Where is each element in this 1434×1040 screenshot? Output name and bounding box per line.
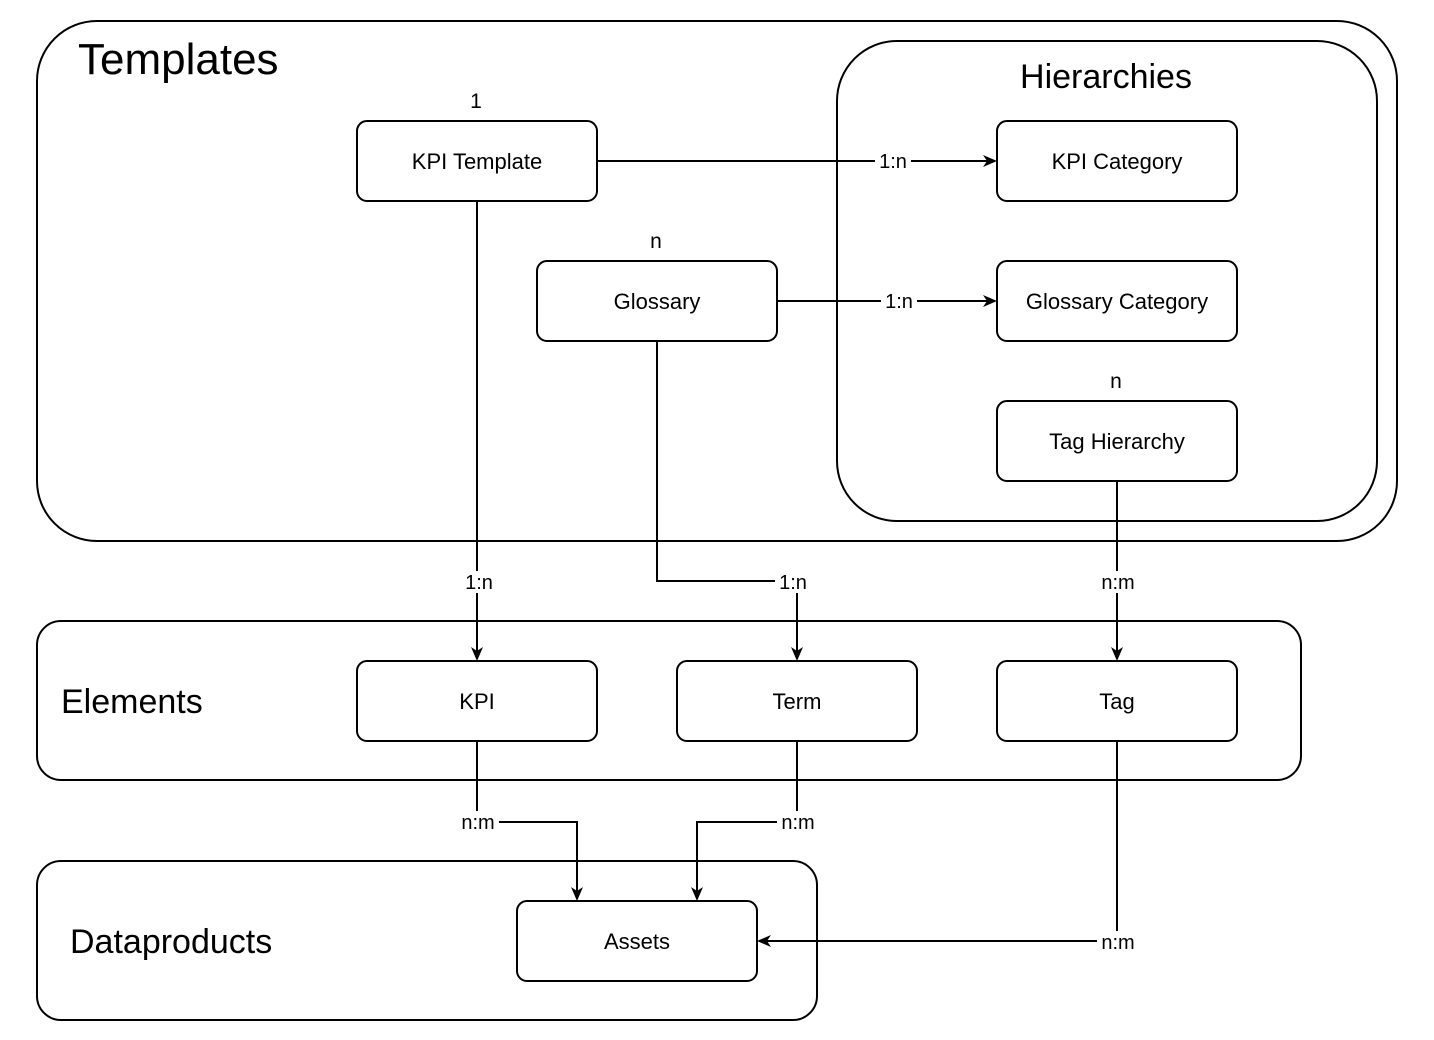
edge-label-kpi-to-assets: n:m [457,811,499,834]
node-label: Glossary [614,289,701,314]
svg-text:1:n: 1:n [885,291,913,313]
node-label: KPI [459,689,494,714]
node-glossary[interactable]: Glossary [536,260,778,342]
node-tag-hierarchy[interactable]: Tag Hierarchy [996,400,1238,482]
multiplicity-glossary: n [650,230,662,253]
node-label: Glossary Category [1026,289,1208,314]
edge-label-term-to-assets: n:m [777,811,819,834]
templates-title: Templates [78,35,279,84]
node-label: KPI Template [412,149,542,174]
multiplicity-labels: 1 n n [470,90,1122,393]
svg-text:1:n: 1:n [465,572,493,594]
edge-glossary-to-term [656,341,803,661]
edge-label-tag-to-assets: n:m [1097,931,1139,954]
elements-frame [36,620,1302,781]
node-label: KPI Category [1052,149,1183,174]
edge-label-kpi-template-to-kpi-category: 1:n [875,150,911,173]
hierarchies-title: Hierarchies [1020,58,1192,96]
node-term[interactable]: Term [676,660,918,742]
edge-kpi-to-assets [476,741,583,901]
edge-labels: 1:n 1:n 1:n 1:n n:m n:m n:m n:m [457,150,1139,954]
nodes: KPI Template Glossary KPI Category Gloss… [356,120,1238,982]
node-kpi-template[interactable]: KPI Template [356,120,598,202]
multiplicity-kpi-template: 1 [470,90,482,113]
node-tag[interactable]: Tag [996,660,1238,742]
svg-text:n:m: n:m [461,812,494,834]
elements-group: Elements [36,620,1302,781]
svg-text:1:n: 1:n [879,151,907,173]
edge-label-kpi-template-to-kpi: 1:n [461,571,497,594]
edge-label-glossary-to-glossary-category: 1:n [881,290,917,313]
edge-label-tag-hierarchy-to-tag: n:m [1097,571,1139,594]
node-label: Tag [1099,689,1134,714]
edge-label-glossary-to-term: 1:n [775,571,811,594]
node-kpi-category[interactable]: KPI Category [996,120,1238,202]
svg-text:n:m: n:m [781,812,814,834]
edge-term-to-assets [691,741,798,901]
node-label: Term [773,689,822,714]
multiplicity-tag-hierarchy: n [1110,370,1122,393]
svg-text:n:m: n:m [1101,932,1134,954]
node-assets[interactable]: Assets [516,900,758,982]
svg-text:n:m: n:m [1101,572,1134,594]
node-kpi[interactable]: KPI [356,660,598,742]
node-label: Assets [604,929,670,954]
elements-title: Elements [61,683,203,721]
node-glossary-category[interactable]: Glossary Category [996,260,1238,342]
svg-text:1:n: 1:n [779,572,807,594]
node-label: Tag Hierarchy [1049,429,1185,454]
dataproducts-title: Dataproducts [70,923,272,961]
